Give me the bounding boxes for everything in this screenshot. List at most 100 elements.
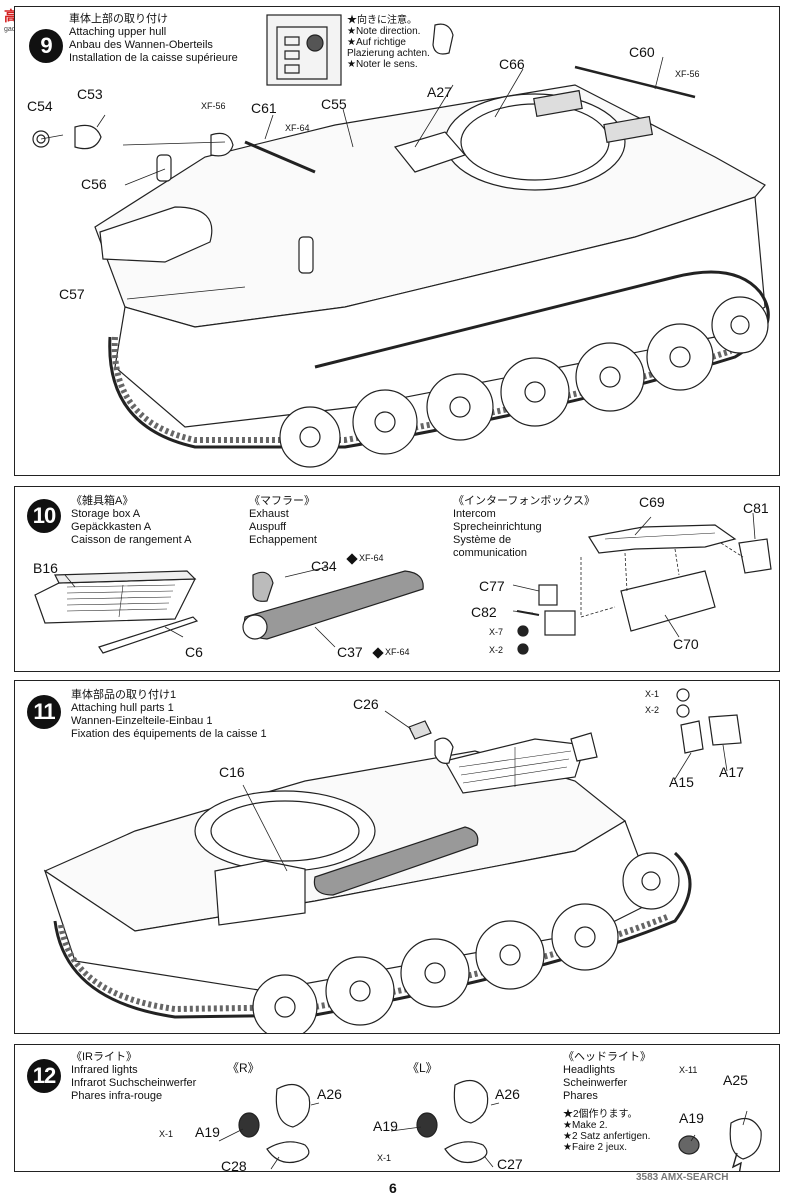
storage-box-heading: 《雑具箱A》 Storage box A Gepäckkasten A Cais… <box>71 495 191 547</box>
road-wheels <box>279 296 769 468</box>
heading-line: 《雑具箱A》 <box>71 495 134 507</box>
label-c81: C81 <box>743 500 769 516</box>
label-c82: C82 <box>471 604 497 620</box>
headlights-heading: 《ヘッドライト》 Headlights Scheinwerfer Phares <box>563 1051 651 1103</box>
track <box>53 851 692 1019</box>
exhaust-heading: 《マフラー》 Exhaust Auspuff Echappement <box>249 495 317 547</box>
label-a25: A25 <box>723 1072 748 1088</box>
bottom-watermark: 3583 AMX-SEARCH <box>636 1172 729 1183</box>
label-c69: C69 <box>639 494 665 510</box>
headlight <box>729 1117 762 1160</box>
paint-code: XF-64 <box>359 553 384 563</box>
turret-ring <box>194 790 376 872</box>
front-fender <box>99 206 213 263</box>
paint-xf56-right: XF-56 <box>675 69 700 79</box>
heading-line: Intercom <box>453 508 496 520</box>
label-a19-headlight: A19 <box>679 1110 704 1126</box>
note-line: ★2個作ります。 <box>563 1109 638 1120</box>
label-c60: C60 <box>629 44 655 60</box>
heading-line: Attaching hull parts 1 <box>71 702 174 714</box>
heading-line: Fixation des équipements de la caisse 1 <box>71 728 267 740</box>
label-c61: C61 <box>251 100 277 116</box>
label-c53: C53 <box>77 86 103 102</box>
page-number: 6 <box>389 1180 397 1196</box>
note-line: ★Auf richtige <box>347 37 406 48</box>
heading-line: Auspuff <box>249 521 287 533</box>
label-a26-right: A26 <box>317 1086 342 1102</box>
paint-x1-left: X-1 <box>377 1153 392 1163</box>
label-c54: C54 <box>27 98 53 114</box>
heading-line: Gepäckkasten A <box>71 521 152 533</box>
heading-line: Wannen-Einzelteile-Einbau 1 <box>71 715 213 727</box>
step-9-title-de: Anbau des Wannen-Oberteils <box>69 39 213 51</box>
note-line: ★Faire 2 jeux. <box>563 1142 627 1153</box>
step-9-title-ja: 車体上部の取り付け <box>69 13 168 25</box>
label-a19-right: A19 <box>195 1124 220 1140</box>
paint-xf56-left: XF-56 <box>201 101 226 111</box>
step-10-illustration <box>34 512 772 655</box>
step-9-note: ★向きに注意。 ★Note direction. ★Auf richtige P… <box>347 15 430 70</box>
intercom-frame <box>588 524 737 554</box>
storage-box <box>34 578 196 624</box>
note-line: ★Note direction. <box>347 26 421 37</box>
note-line: ★Make 2. <box>563 1120 608 1131</box>
note-line: ★Noter le sens. <box>347 59 418 70</box>
heading-line: Phares <box>563 1090 598 1102</box>
label-c77: C77 <box>479 578 505 594</box>
step-9-title-fr: Installation de la caisse supérieure <box>69 52 238 64</box>
step-11-title: 車体部品の取り付け1 Attaching hull parts 1 Wannen… <box>71 689 267 741</box>
left-tag: 《L》 <box>407 1061 438 1075</box>
step-9-illustration <box>32 14 770 468</box>
heading-line: communication <box>453 547 527 559</box>
label-a17: A17 <box>719 764 744 780</box>
intercom-heading: 《インターフォンボックス》 Intercom Sprecheinrichtung… <box>453 495 595 560</box>
step-12-note: ★2個作ります。 ★Make 2. ★2 Satz anfertigen. ★F… <box>563 1109 650 1153</box>
paint-x1-right: X-1 <box>159 1129 174 1139</box>
paint-x7: X-7 <box>489 627 504 637</box>
paint-xf64: XF-64 <box>285 123 310 133</box>
step-11-illustration <box>43 688 742 1033</box>
step-12-number: 12 <box>27 1059 61 1093</box>
ir-lights-heading: 《IRライト》 Infrared lights Infrarot Suchsch… <box>71 1051 196 1103</box>
heading-line: 《マフラー》 <box>249 495 315 507</box>
heading-line: Storage box A <box>71 508 141 520</box>
step-11-panel: 11 車体部品の取り付け1 Attaching hull parts 1 Wan… <box>14 680 780 1034</box>
label-c66: C66 <box>499 56 525 72</box>
heading-line: Headlights <box>563 1064 615 1076</box>
label-c16: C16 <box>219 764 245 780</box>
paint-x2: X-2 <box>489 645 504 655</box>
heading-line: Phares infra-rouge <box>71 1090 163 1102</box>
paint-code: XF-56 <box>675 69 700 79</box>
label-c56: C56 <box>81 176 107 192</box>
road-wheels <box>252 852 680 1033</box>
step-10-number: 10 <box>27 499 61 533</box>
heading-line: 車体部品の取り付け1 <box>71 689 177 701</box>
step-9-title-en: Attaching upper hull <box>69 26 167 38</box>
label-c55: C55 <box>321 96 347 112</box>
step-12-illustration <box>218 1079 762 1171</box>
mounted-intercom <box>214 860 306 926</box>
paint-x11: X-11 <box>679 1065 698 1075</box>
right-tag: 《R》 <box>227 1061 260 1075</box>
heading-line: Scheinwerfer <box>563 1077 628 1089</box>
step-11-number: 11 <box>27 695 61 729</box>
paint-x1: X-1 <box>645 689 660 699</box>
heading-line: Caisson de rangement A <box>71 534 192 546</box>
heading-line: Infrared lights <box>71 1064 138 1076</box>
paint-code: XF-64 <box>285 123 310 133</box>
step-10-panel: 10 《雑具箱A》 Storage box A Gepäckkasten A C… <box>14 486 780 672</box>
detail-inset <box>266 14 342 86</box>
label-c6: C6 <box>185 644 203 660</box>
note-line: ★向きに注意。 <box>347 15 417 26</box>
heading-line: Exhaust <box>249 508 289 520</box>
paint-c34: XF-64 <box>345 552 384 565</box>
label-a27: A27 <box>427 84 452 100</box>
label-c34: C34 <box>311 558 337 574</box>
label-c26: C26 <box>353 696 379 712</box>
paint-x2: X-2 <box>645 705 660 715</box>
label-a26-left: A26 <box>495 1086 520 1102</box>
ir-light-right <box>275 1083 311 1128</box>
step-12-panel: 12 《IRライト》 Infrared lights Infrarot Such… <box>14 1044 780 1172</box>
label-c28: C28 <box>221 1158 247 1172</box>
paint-code: XF-64 <box>385 647 410 657</box>
